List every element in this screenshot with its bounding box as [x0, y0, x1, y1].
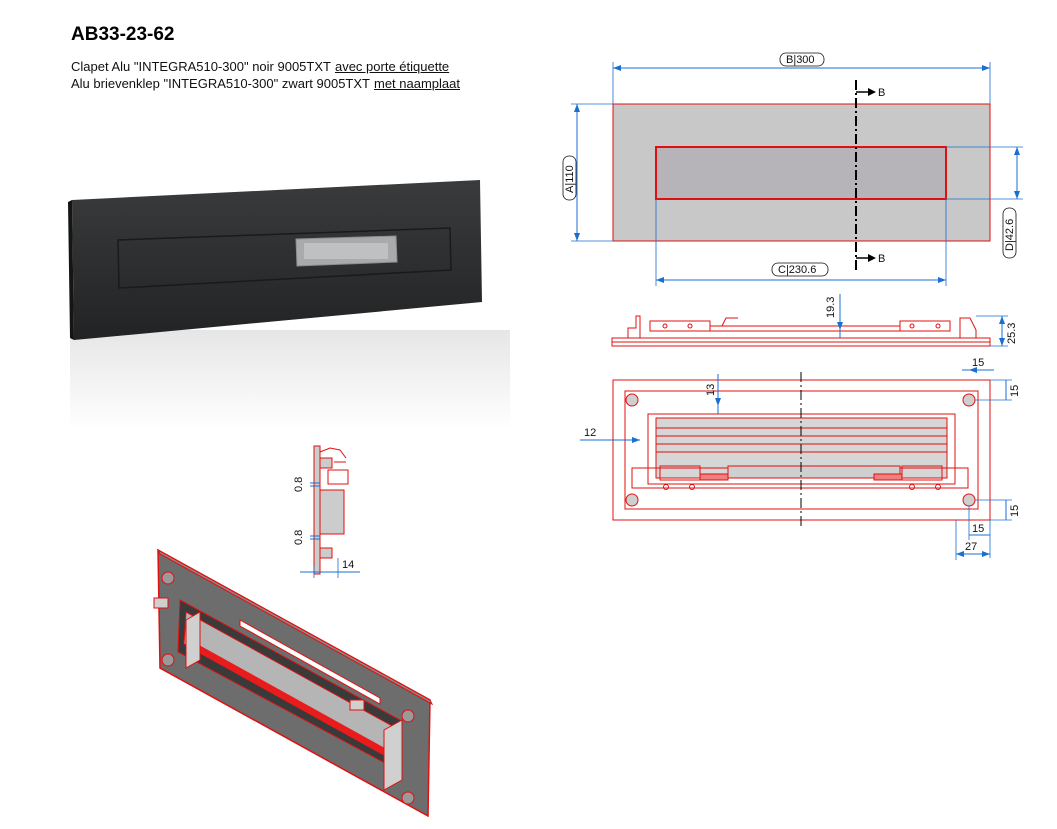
top-view: [611, 315, 991, 347]
dim-08a-value: 0.8: [293, 477, 305, 492]
back-hinge-right: [901, 465, 943, 481]
section-label-top: B: [878, 87, 885, 99]
dim-08b-value: 0.8: [293, 530, 305, 545]
back-rivet-1: [663, 484, 669, 490]
top-left-clip: [627, 315, 641, 338]
product-edge: [68, 200, 74, 340]
iso-screw-tl: [161, 571, 175, 585]
top-right-clip: [959, 317, 977, 338]
dim-15-bottom-value: 15: [972, 523, 984, 535]
description-nl-suffix: met naamplaat: [373, 76, 460, 91]
description-fr: Clapet Alu "INTEGRA510-300" noir 9005TXT…: [71, 59, 449, 74]
dim-d-value: D|42.6: [1004, 219, 1016, 251]
dim-15-top-value: 15: [972, 357, 984, 369]
iso-screw-br: [401, 791, 415, 805]
section-arrow-bottom: [868, 254, 876, 262]
section-lower-block: [319, 547, 333, 559]
top-hole-2: [687, 323, 693, 329]
back-screw-bl: [625, 493, 639, 507]
iso-view: [153, 548, 434, 818]
top-hole-4: [935, 323, 941, 329]
product-flap: [117, 227, 452, 289]
description-fr-suffix: avec porte étiquette: [334, 59, 450, 74]
product-label-window: [304, 243, 388, 259]
dim-14-value: 14: [342, 559, 354, 571]
dim-c-value: C|230.6: [778, 264, 816, 276]
product-shadow: [70, 330, 510, 430]
iso-side-left: [185, 611, 201, 669]
iso-screw-tr: [401, 709, 415, 723]
iso-hinge-bar: [190, 640, 392, 760]
section-arrow-top: [868, 88, 876, 96]
dim-27-value: 27: [965, 541, 977, 553]
section-view-dims: 0.8 0.8 14: [293, 477, 360, 578]
back-spring-left: [699, 473, 729, 481]
iso-side-right: [383, 719, 403, 791]
section-hook: [319, 447, 347, 459]
section-clip: [327, 469, 349, 485]
section-view: [313, 445, 349, 575]
description-nl: Alu brievenklep "INTEGRA510-300" zwart 9…: [71, 76, 460, 91]
section-upper-block: [319, 457, 333, 469]
dim-25-value: 25.3: [1006, 323, 1018, 344]
top-left-bracket: [649, 320, 711, 332]
section-label-bottom: B: [878, 253, 885, 265]
dim-b-tag: [779, 52, 825, 67]
dim-13-value: 13: [705, 384, 717, 396]
dim-19-value: 19.3: [825, 297, 837, 318]
dim-12-value: 12: [584, 427, 596, 439]
section-flap: [319, 489, 345, 535]
section-plate: [313, 445, 321, 575]
dim-b-value: B|300: [786, 54, 815, 66]
back-center-bar: [727, 465, 901, 479]
dim-a-tag: [562, 155, 577, 201]
back-hinge-left: [659, 465, 701, 481]
front-slot: [655, 146, 947, 200]
product-code: AB33-23-62: [71, 24, 175, 45]
back-rivet-4: [935, 484, 941, 490]
back-screw-tr: [962, 393, 976, 407]
back-spring-right: [873, 473, 903, 481]
dim-d-tag: [1002, 207, 1017, 259]
dim-c-tag: [771, 262, 829, 277]
iso-top-rail: [239, 619, 381, 705]
product-body: [72, 180, 482, 340]
iso-screw-bl: [161, 653, 175, 667]
dim-15-right-top-value: 15: [1009, 385, 1021, 397]
product-render: [68, 180, 510, 430]
back-rivet-3: [909, 484, 915, 490]
top-view-dims: 19.3 25.3: [825, 294, 1018, 347]
iso-clip-left: [153, 597, 169, 609]
back-screw-br: [962, 493, 976, 507]
description-fr-main: Clapet Alu "INTEGRA510-300" noir 9005TXT: [71, 59, 331, 74]
top-hole-1: [662, 323, 668, 329]
top-right-bracket: [899, 320, 951, 332]
top-hole-3: [909, 323, 915, 329]
dim-a-value: A|110: [564, 165, 576, 193]
dim-15-right-bottom-value: 15: [1009, 505, 1021, 517]
front-view: B B B|300 A|110 C|230.6: [562, 52, 1023, 286]
back-view-dims: 13 12 15 15 15 15 27: [580, 357, 1021, 560]
iso-clip-right: [349, 699, 365, 711]
back-rivet-2: [689, 484, 695, 490]
back-screw-tl: [625, 393, 639, 407]
description-nl-main: Alu brievenklep "INTEGRA510-300" zwart 9…: [71, 76, 370, 91]
